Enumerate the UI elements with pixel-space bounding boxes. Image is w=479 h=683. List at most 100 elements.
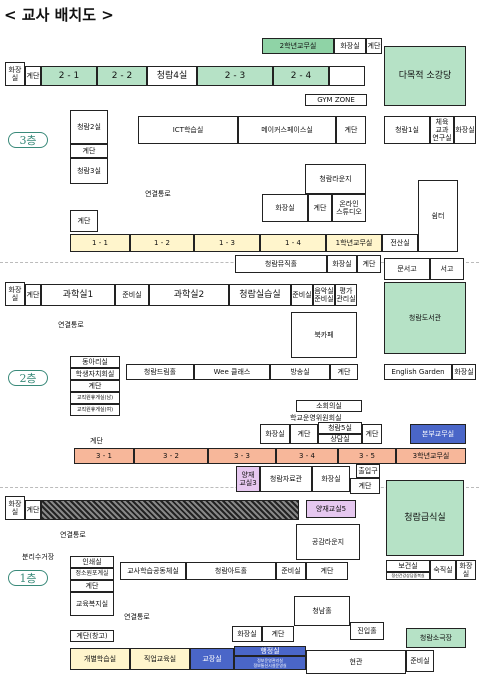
room-stair: 계단 bbox=[70, 380, 120, 392]
room-stair: 계단 bbox=[308, 194, 332, 222]
room-wc: 화장실 bbox=[334, 38, 366, 54]
room-jobedu: 직업교육실 bbox=[130, 648, 190, 670]
room-c33: 3 - 3 bbox=[208, 448, 276, 464]
room-commons: 공감라운지 bbox=[296, 524, 360, 560]
room-counsel: 상담실 bbox=[318, 434, 362, 444]
room-stair: 계단 bbox=[25, 284, 41, 306]
room-dream: 청람드림홀 bbox=[126, 364, 194, 380]
room-stair: 계단 bbox=[357, 255, 381, 273]
label-schoolcomm: 학교운영위원회실 bbox=[290, 414, 342, 422]
room-cr5: 청람5실 bbox=[318, 422, 362, 434]
room-stair: 계단 bbox=[25, 500, 41, 520]
room-prep: 준비실 bbox=[276, 562, 306, 580]
room-c34: 3 - 4 bbox=[276, 448, 338, 464]
room-c24: 2 - 4 bbox=[273, 66, 329, 86]
room-stair: 계단 bbox=[70, 210, 98, 232]
room-c31: 3 - 1 bbox=[74, 448, 134, 464]
room-wc: 화장실 bbox=[232, 626, 262, 642]
room-c13: 1 - 3 bbox=[194, 234, 260, 252]
room-stair: 계단 bbox=[330, 364, 358, 380]
room-career: 개별학습실 bbox=[70, 648, 130, 670]
room-principal: 교장실 bbox=[190, 648, 234, 670]
room-theater: 청람소극장 bbox=[406, 628, 466, 648]
room-health: 인쇄실 bbox=[70, 556, 114, 568]
room-wc: 화장실 bbox=[452, 364, 476, 380]
room-music: 청람뮤직홀 bbox=[235, 255, 327, 273]
room-stair: 계단 bbox=[25, 66, 41, 86]
room-sci2: 과학실2 bbox=[149, 284, 229, 306]
room-rest: 쉼터 bbox=[418, 180, 458, 252]
room-adminsub: 정보운영관리실 정보통신시설운영실 bbox=[234, 656, 306, 670]
label-stair: 계단 bbox=[90, 437, 103, 445]
room-cr4: 청람4실 bbox=[147, 66, 197, 86]
label-recycle: 분리수거장 bbox=[22, 553, 55, 561]
room-stair: 계단 bbox=[336, 116, 366, 144]
room-dance: 양재 교실3 bbox=[236, 466, 260, 492]
room-stair: 계단 bbox=[306, 562, 348, 580]
room-c11: 1 - 1 bbox=[70, 234, 130, 252]
room-stacks: 서고 bbox=[430, 258, 464, 280]
room-artroom: 청람실습실 bbox=[229, 284, 291, 306]
room-entry: 진입홀 bbox=[350, 622, 384, 640]
room-musicprep: 음악실 준비실 bbox=[313, 284, 335, 306]
room-wc: 화장실 bbox=[262, 194, 308, 222]
room-c21: 2 - 1 bbox=[41, 66, 97, 86]
room-gym: GYM ZONE bbox=[305, 94, 367, 106]
room-c35: 3 - 5 bbox=[338, 448, 396, 464]
room-nurse: 보건실 bbox=[386, 560, 430, 572]
room-stair: 계단 bbox=[366, 38, 382, 54]
label-link: 연결통로 bbox=[145, 190, 171, 198]
room-stair: 계단 bbox=[262, 626, 294, 642]
room-stair: 계단 bbox=[290, 424, 318, 444]
room-eval: 평가 관리실 bbox=[335, 284, 357, 306]
room-studio: 온라인 스튜디오 bbox=[332, 194, 366, 222]
room-g2office: 2학년교무실 bbox=[262, 38, 334, 54]
room-c32: 3 - 2 bbox=[134, 448, 208, 464]
room-ict: ICT학습실 bbox=[138, 116, 238, 144]
room-pe: 체육 교과 연구실 bbox=[430, 116, 454, 144]
label-link: 연결통로 bbox=[60, 531, 86, 539]
room-c12: 1 - 2 bbox=[130, 234, 194, 252]
room-prep: 준비실 bbox=[115, 284, 149, 306]
label-link2: 연결통로 bbox=[124, 613, 150, 621]
room-eduworkB: 교직원휴게실(남) bbox=[70, 392, 120, 404]
room-cr3: 청람3실 bbox=[70, 158, 108, 184]
room-g1office: 1학년교무실 bbox=[326, 234, 382, 252]
page-title: < 교사 배치도 > bbox=[4, 6, 114, 24]
room-wc: 화장실 bbox=[454, 116, 476, 144]
room-night: 숙직실 bbox=[430, 560, 456, 580]
room-docs: 문서고 bbox=[384, 258, 430, 280]
room-auditorium: 다목적 소강당 bbox=[384, 46, 466, 106]
room-cr1: 청람1실 bbox=[384, 116, 430, 144]
room-entrance: 출입구 bbox=[356, 464, 380, 478]
room-small: 소회의실 bbox=[296, 400, 362, 412]
room-teacherwelfare: 교육복지실 bbox=[70, 592, 114, 616]
room-wc: 화장실 bbox=[5, 62, 25, 86]
room-admin: 행정실 bbox=[234, 646, 306, 656]
room-wc: 화장실 bbox=[5, 282, 25, 306]
room-art: 청람아트홀 bbox=[186, 562, 276, 580]
room-dance5: 양재교실5 bbox=[306, 500, 356, 518]
room-lounge: 청람라운지 bbox=[305, 164, 366, 194]
room-c14: 1 - 4 bbox=[260, 234, 326, 252]
room-stair: 계단 bbox=[70, 144, 108, 158]
room-stair: 계단 bbox=[362, 424, 382, 444]
room-c23: 2 - 3 bbox=[197, 66, 273, 86]
room-library: 청람도서관 bbox=[384, 282, 466, 354]
room-prep: 준비실 bbox=[291, 284, 313, 306]
room-eduworkG: 교직원휴게실(여) bbox=[70, 404, 120, 416]
room-wc: 화장실 bbox=[327, 255, 357, 273]
label-link: 연결통로 bbox=[58, 321, 84, 329]
room-dormant: 정소원포계실 bbox=[70, 568, 114, 580]
room-storage: 계단(창고) bbox=[70, 630, 114, 642]
room-hall: 청남홀 bbox=[294, 596, 350, 626]
room-maker: 메이커스페이스실 bbox=[238, 116, 336, 144]
floor-label-3: 3층 bbox=[8, 132, 48, 148]
room-prep: 준비실 bbox=[406, 650, 434, 672]
room-broadcast: 방송실 bbox=[270, 364, 330, 380]
room-council: 학생자치회실 bbox=[70, 368, 120, 380]
room-mainoffice: 본부교무실 bbox=[410, 424, 466, 444]
floor-label-1: 1층 bbox=[8, 570, 48, 586]
room-cr2: 청람2실 bbox=[70, 110, 108, 144]
room-jd: 청람자료관 bbox=[260, 466, 312, 492]
